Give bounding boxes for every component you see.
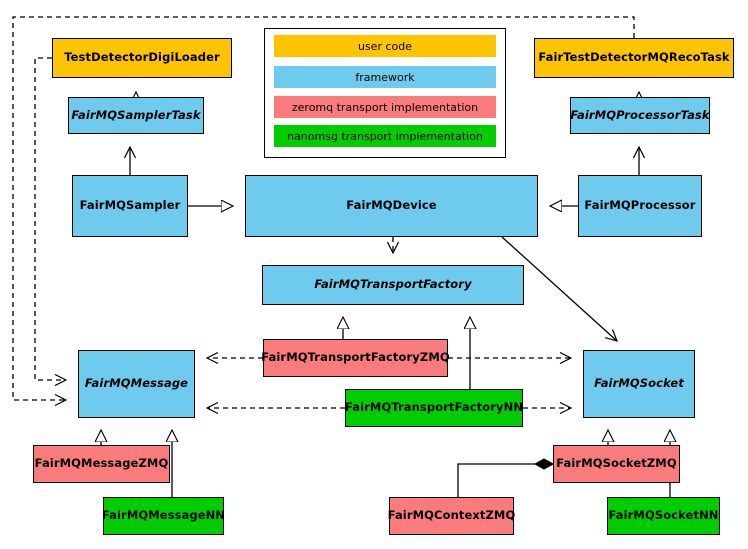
class-node-fairmqmessagenn[interactable]: FairMQMessageNN	[102, 497, 225, 535]
class-node-fairmqmessagezmq[interactable]: FairMQMessageZMQ	[33, 445, 170, 483]
class-node-fairmqcontextzmq[interactable]: FairMQContextZMQ	[388, 497, 515, 535]
class-node-fairmqtransportfactorynn[interactable]: FairMQTransportFactoryNN	[345, 389, 523, 427]
class-node-fairmqtransportfactory[interactable]: FairMQTransportFactory	[262, 265, 524, 305]
class-node-fairmqsocket[interactable]: FairMQSocket	[583, 350, 695, 418]
legend-item-nanomsg: nanomsg transport implementation	[274, 125, 496, 147]
class-node-fairmqtransportfactoryzmq[interactable]: FairMQTransportFactoryZMQ	[261, 339, 450, 377]
legend-label-zeromq: zeromq transport implementation	[291, 100, 479, 114]
class-node-testdetectordigiloader[interactable]: TestDetectorDigiLoader	[52, 38, 232, 78]
class-node-fairmqsamplertask[interactable]: FairMQSamplerTask	[68, 97, 204, 134]
legend-item-user-code: user code	[274, 35, 496, 57]
class-node-fairmqsocketzmq[interactable]: FairMQSocketZMQ	[553, 445, 680, 483]
class-node-fairmqmessage[interactable]: FairMQMessage	[78, 350, 195, 418]
legend-label-nanomsg: nanomsg transport implementation	[287, 129, 483, 143]
class-node-fairmqprocessortask[interactable]: FairMQProcessorTask	[570, 97, 710, 134]
class-node-fairmqdevice[interactable]: FairMQDevice	[245, 175, 538, 237]
edge-contextzmq-to-socketzmq	[457, 464, 553, 497]
legend-label-framework: framework	[355, 70, 415, 84]
class-node-fairmqsampler[interactable]: FairMQSampler	[72, 175, 188, 237]
edge-digiloader-to-message	[34, 57, 66, 380]
class-node-fairtestdetectormqrecotask[interactable]: FairTestDetectorMQRecoTask	[534, 38, 734, 78]
class-node-fairmqsocketnn[interactable]: FairMQSocketNN	[607, 497, 720, 535]
legend-item-framework: framework	[274, 66, 496, 88]
legend-item-zeromq: zeromq transport implementation	[274, 96, 496, 118]
class-node-fairmqprocessor[interactable]: FairMQProcessor	[578, 175, 702, 237]
edge-device-to-socket	[501, 236, 617, 341]
legend-label-user-code: user code	[357, 39, 413, 53]
edge-recotask-to-message	[12, 16, 635, 400]
